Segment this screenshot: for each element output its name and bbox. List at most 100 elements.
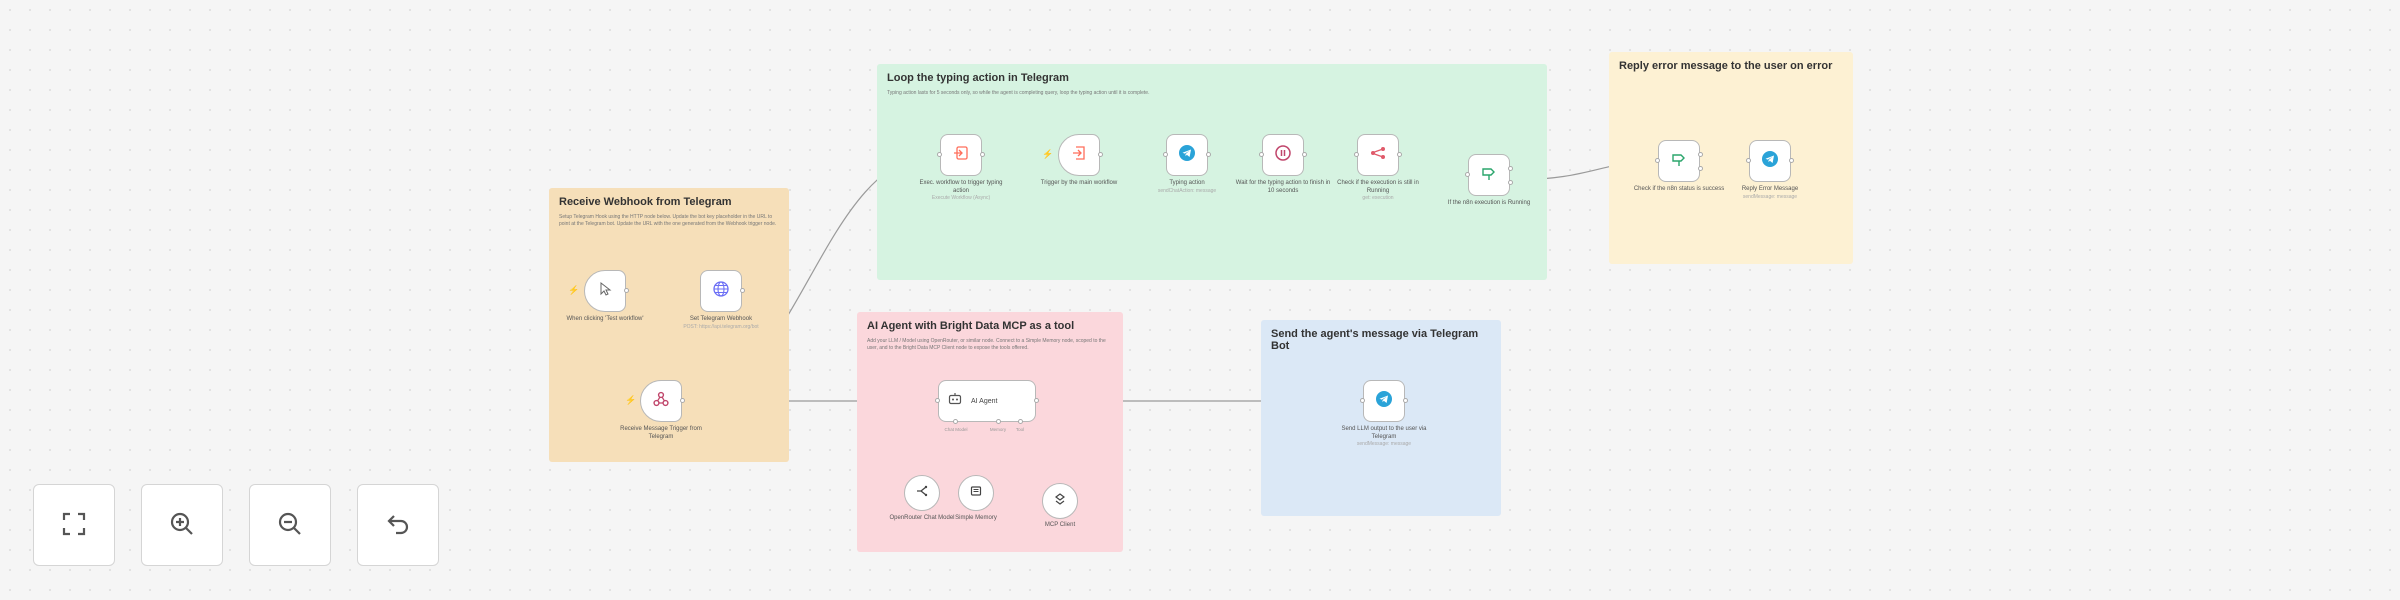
chat-model-input-handle[interactable] [953,419,958,424]
node-label: Send LLM output to the user via Telegram… [1341,426,1427,447]
output-handle[interactable] [1206,152,1211,157]
node-label: Typing action sendChatAction: message [1157,180,1217,194]
node-check-execution[interactable] [1357,134,1399,176]
output-handle[interactable] [740,288,745,293]
zoom-out-button[interactable] [249,484,331,566]
output-false-handle[interactable] [1508,180,1513,185]
telegram-icon [1178,144,1196,167]
node-check-status[interactable] [1658,140,1700,182]
fullscreen-icon [59,509,89,542]
node-wait-typing[interactable] [1262,134,1304,176]
output-handle[interactable] [1302,152,1307,157]
trigger-bolt-icon: ⚡ [625,395,637,405]
trigger-bolt-icon: ⚡ [1042,149,1054,159]
undo-icon [383,509,413,542]
node-label: If the n8n execution is Running [1447,200,1531,206]
node-simple-memory[interactable] [958,475,994,511]
sticky-title: Loop the typing action in Telegram [887,72,1069,84]
connector-label: Memory [989,427,1007,432]
input-handle[interactable] [937,152,942,157]
node-label: Exec. workflow to trigger typing action … [919,180,1003,201]
node-label: MCP Client [1044,522,1076,528]
sticky-title: Send the agent's message via Telegram Bo… [1271,328,1479,352]
cursor-icon [597,281,613,302]
input-handle[interactable] [1655,158,1660,163]
sticky-title: AI Agent with Bright Data MCP as a tool [867,320,1075,332]
webhook-icon [652,390,670,413]
sticky-body: Setup Telegram Hook using the HTTP node … [559,214,777,227]
node-label: Simple Memory [955,515,997,521]
node-set-telegram-webhook[interactable] [700,270,742,312]
workflow-trigger-icon [1070,144,1088,167]
output-true-handle[interactable] [1508,166,1513,171]
input-handle[interactable] [1360,398,1365,403]
execute-workflow-icon [952,144,970,167]
node-label: OpenRouter Chat Model [889,515,955,521]
trigger-bolt-icon: ⚡ [568,285,580,295]
mcp-icon [1053,492,1067,511]
robot-icon [947,391,963,412]
node-label: Trigger by the main workflow [1040,180,1118,186]
sticky-title: Receive Webhook from Telegram [559,196,732,208]
sticky-note-ai-agent[interactable]: AI Agent with Bright Data MCP as a tool … [857,312,1123,552]
node-if-running[interactable] [1468,154,1510,196]
node-label: Receive Message Trigger from Telegram [620,426,702,440]
node-exec-subworkflow[interactable] [940,134,982,176]
input-handle[interactable] [1746,158,1751,163]
connector-label: Chat Model [944,427,968,432]
output-handle[interactable] [1098,152,1103,157]
node-label: Wait for the typing action to finish in … [1235,180,1331,194]
zoom-to-fit-button[interactable] [33,484,115,566]
tool-input-handle[interactable] [1018,419,1023,424]
memory-icon [969,484,983,503]
output-handle[interactable] [980,152,985,157]
sticky-note-typing-loop[interactable]: Loop the typing action in Telegram Typin… [877,64,1547,280]
if-icon [1670,150,1688,173]
node-ai-agent[interactable]: AI Agent [938,380,1036,422]
node-mcp-client[interactable] [1042,483,1078,519]
node-label: Reply Error Message sendMessage: message [1741,186,1799,200]
input-handle[interactable] [1465,172,1470,177]
node-typing-action[interactable] [1166,134,1208,176]
sticky-body: Typing action lasts for 5 seconds only, … [887,90,1150,96]
wait-icon [1274,144,1292,167]
output-handle[interactable] [1034,398,1039,403]
node-label: When clicking 'Test workflow' [566,316,644,322]
input-handle[interactable] [1163,152,1168,157]
node-manual-trigger[interactable] [584,270,626,312]
memory-input-handle[interactable] [996,419,1001,424]
node-send-llm-output[interactable] [1363,380,1405,422]
sticky-title: Reply error message to the user on error [1619,60,1833,72]
node-title: AI Agent [971,397,998,405]
telegram-icon [1761,150,1779,173]
connector-label: Tool [1015,427,1025,432]
output-handle[interactable] [1397,152,1402,157]
openrouter-icon [915,484,929,503]
zoom-out-icon [275,509,305,542]
input-handle[interactable] [1354,152,1359,157]
input-handle[interactable] [1259,152,1264,157]
output-handle[interactable] [1789,158,1794,163]
sticky-note-error-reply[interactable]: Reply error message to the user on error [1609,52,1853,264]
node-label: Check if the execution is still in Runni… [1337,180,1419,201]
reset-zoom-button[interactable] [357,484,439,566]
node-reply-error-message[interactable] [1749,140,1791,182]
node-subworkflow-trigger[interactable] [1058,134,1100,176]
input-handle[interactable] [935,398,940,403]
node-label: Check if the n8n status is success [1633,186,1725,192]
globe-icon [712,280,730,303]
node-receive-message-trigger[interactable] [640,380,682,422]
output-handle[interactable] [680,398,685,403]
node-openrouter-chat-model[interactable] [904,475,940,511]
output-handle[interactable] [1403,398,1408,403]
http-request-icon [1369,144,1387,167]
output-true-handle[interactable] [1698,152,1703,157]
sticky-body: Add your LLM / Model using OpenRouter, o… [867,338,1106,351]
output-false-handle[interactable] [1698,166,1703,171]
output-handle[interactable] [624,288,629,293]
zoom-in-button[interactable] [141,484,223,566]
if-icon [1480,164,1498,187]
node-label: Set Telegram Webhook POST: https://api.t… [683,316,759,330]
telegram-icon [1375,390,1393,413]
